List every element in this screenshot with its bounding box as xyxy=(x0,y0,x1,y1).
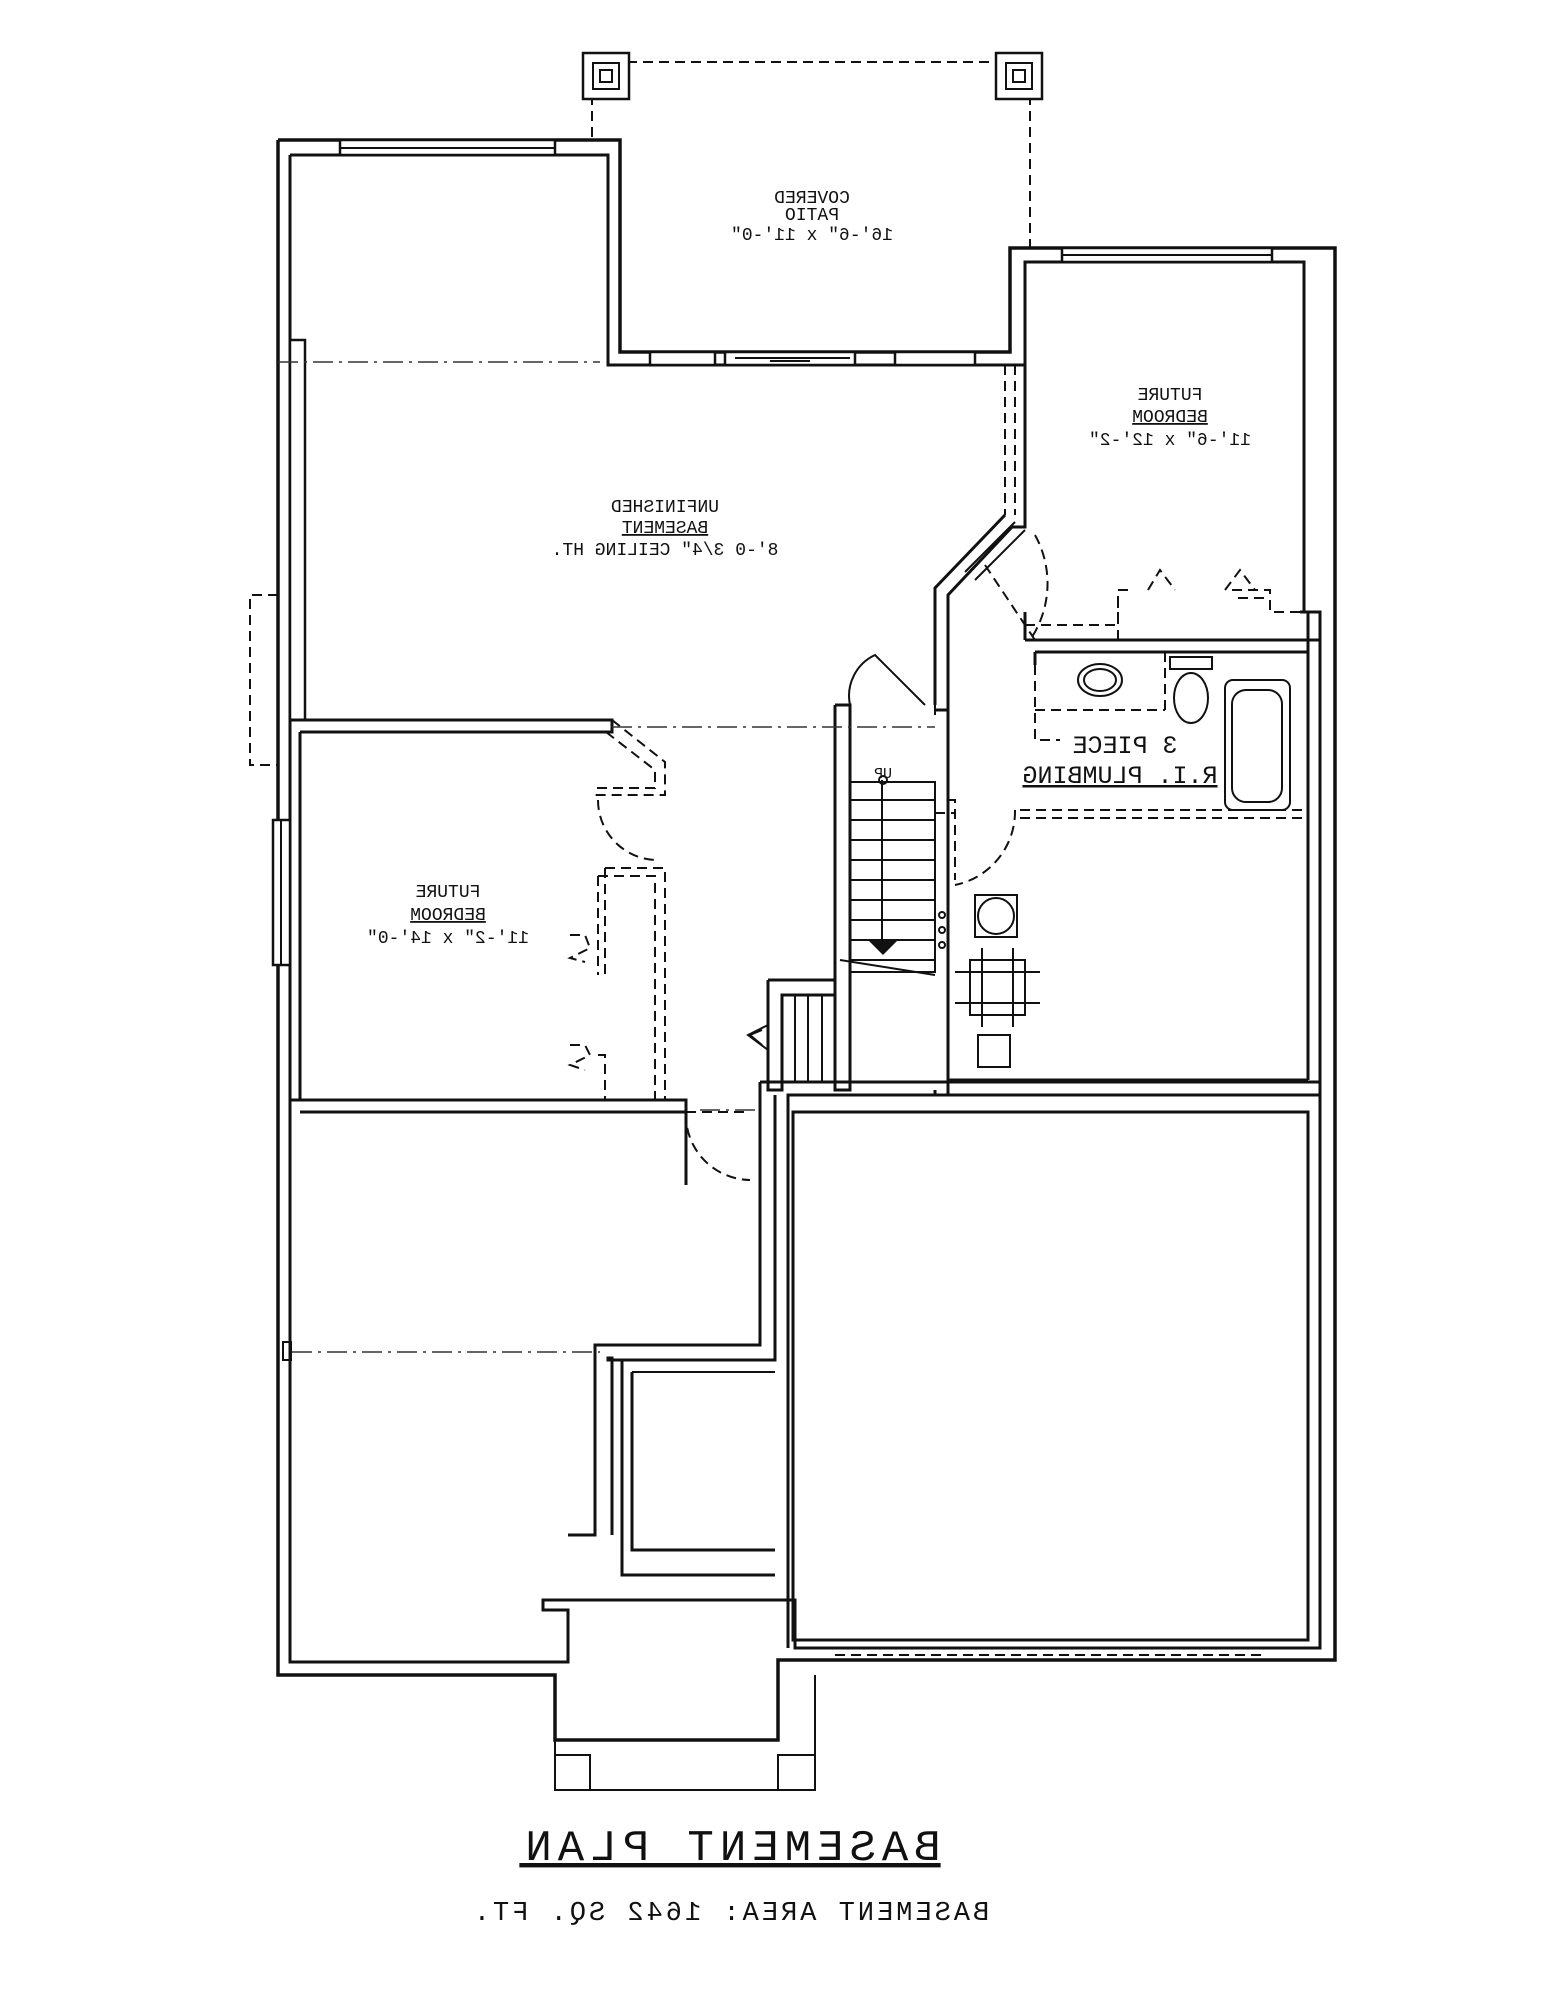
bathroom-fixtures xyxy=(1077,656,1291,811)
bedroom-left-size: 11'-2" x 14'-0" xyxy=(367,929,529,949)
covered-patio-line2: PATIO xyxy=(785,206,839,226)
label-future-bedroom-left: FUTURE BEDROOM 11'-2" x 14'-0" xyxy=(367,883,529,949)
label-plumbing: 3 PIECE R.I. PLUMBING xyxy=(1022,732,1217,791)
sink-icon xyxy=(1077,663,1123,697)
porch-post-left xyxy=(554,1754,591,1791)
interior-walls xyxy=(290,365,1322,1648)
water-heater-icon xyxy=(974,894,1018,938)
label-unfinished-basement: UNFINISHED BASEMENT 8'-0 3/4" CEILING HT… xyxy=(552,498,779,561)
label-future-bedroom-right: FUTURE BEDROOM 11'-6" x 12'-2" xyxy=(1089,386,1251,451)
plumbing-line1: 3 PIECE xyxy=(1072,732,1177,761)
bedroom-right-size: 11'-6" x 12'-2" xyxy=(1089,431,1251,451)
furnace-icon xyxy=(969,959,1026,1016)
mechanical-equipment xyxy=(938,894,1040,1068)
stair xyxy=(746,653,936,1082)
bedroom-left-line2: BEDROOM xyxy=(410,906,486,926)
front-porch xyxy=(554,1675,816,1791)
bedroom-right-line2: BEDROOM xyxy=(1132,408,1208,428)
plan-subtitle: BASEMENT AREA: 1642 SQ. FT. xyxy=(471,1899,989,1929)
reference-lines xyxy=(278,361,935,1361)
covered-patio-line1: COVERED xyxy=(774,189,850,209)
toilet-bowl-icon xyxy=(1173,672,1209,724)
bedroom-right-line1: FUTURE xyxy=(1138,386,1203,406)
toilet-tank-icon xyxy=(1169,656,1213,670)
stair-arrow-icon xyxy=(868,940,898,955)
patio-post-left xyxy=(581,51,631,101)
covered-patio-outline xyxy=(581,51,1044,250)
basement-size: 8'-0 3/4" CEILING HT. xyxy=(552,541,779,561)
basement-line1: UNFINISHED xyxy=(611,498,719,518)
equipment-box-icon xyxy=(977,1034,1011,1068)
bedroom-left-line1: FUTURE xyxy=(416,883,481,903)
porch-post-right xyxy=(777,1754,816,1791)
stair-up-text: UP xyxy=(874,766,892,783)
label-covered-patio: COVERED PATIO 16'-6" x 11'-0" xyxy=(731,189,893,246)
patio-post-right xyxy=(994,51,1044,101)
basement-line2: BASEMENT xyxy=(622,519,709,539)
plumbing-line2: R.I. PLUMBING xyxy=(1022,762,1217,791)
bathtub-icon xyxy=(1224,679,1291,811)
title-block: BASEMENT PLAN BASEMENT AREA: 1642 SQ. FT… xyxy=(471,1824,989,1929)
plan-title: BASEMENT PLAN xyxy=(519,1824,940,1874)
label-stair-up: UP xyxy=(874,766,892,783)
covered-patio-size: 16'-6" x 11'-0" xyxy=(731,226,893,246)
